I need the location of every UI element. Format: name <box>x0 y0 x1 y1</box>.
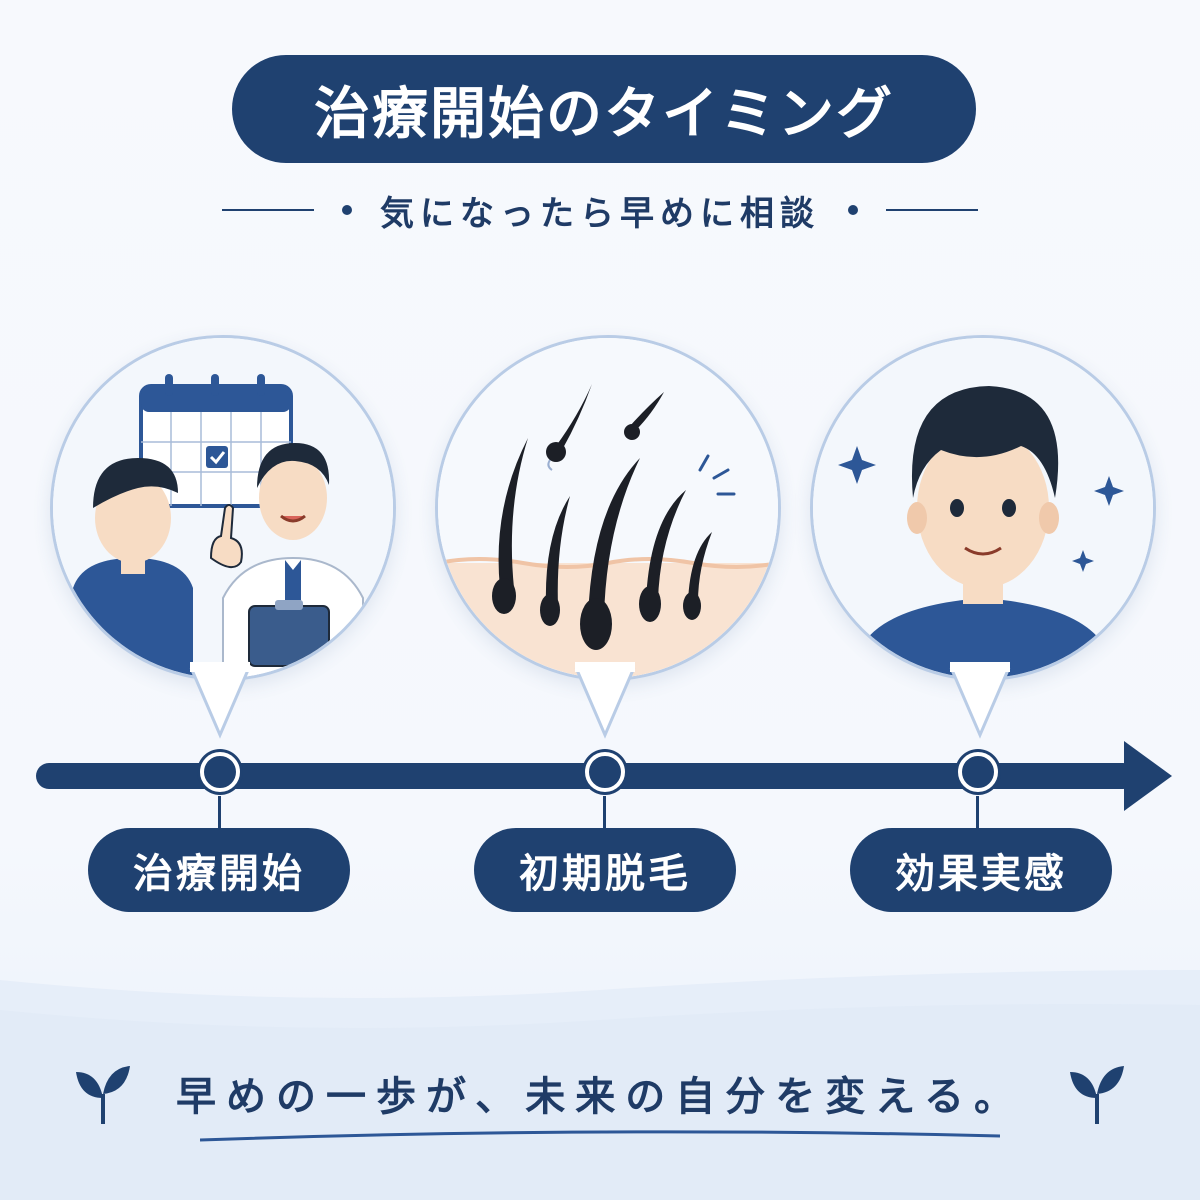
subtitle-right-dot <box>848 205 858 215</box>
sprout-icon <box>1070 1066 1124 1124</box>
timeline-node-start <box>200 752 240 792</box>
stage-label: 初期脱毛 <box>519 851 691 897</box>
footer-row: 早めの一歩が、未来の自分を変える。 <box>0 1048 1200 1138</box>
page-title: 治療開始のタイミング <box>314 81 894 147</box>
sprout-icon <box>76 1066 130 1124</box>
stage-label-pill: 初期脱毛 <box>474 828 736 912</box>
footer-message: 早めの一歩が、未来の自分を変える。 <box>176 1074 1024 1120</box>
subtitle: 気になったら早めに相談 <box>380 193 820 234</box>
sparkle-icon <box>838 446 1124 572</box>
timeline-node-shedding <box>585 752 625 792</box>
stage-label-pill: 治療開始 <box>88 828 350 912</box>
timeline-arrow-head <box>1124 741 1172 811</box>
footer-wave <box>0 970 1200 1200</box>
subtitle-row: 気になったら早めに相談 <box>0 180 1200 240</box>
stage-label: 治療開始 <box>133 851 305 897</box>
hair-shedding-illustration <box>435 335 781 681</box>
stem-result <box>976 796 979 828</box>
footer-underline <box>200 1130 1000 1142</box>
result-illustration <box>810 335 1156 681</box>
consultation-illustration <box>50 335 396 681</box>
stem-start <box>218 796 221 828</box>
title-banner: 治療開始のタイミング <box>232 55 976 163</box>
stage-label-pill: 効果実感 <box>850 828 1112 912</box>
subtitle-left-line <box>222 209 314 211</box>
subtitle-right-line <box>886 209 978 211</box>
happy-man-scene <box>813 338 1153 678</box>
patient-figure <box>73 458 193 678</box>
stage-label: 効果実感 <box>895 851 1067 897</box>
timeline-node-result <box>958 752 998 792</box>
stem-shedding <box>603 796 606 828</box>
check-icon <box>206 446 228 468</box>
subtitle-left-dot <box>342 205 352 215</box>
consultation-scene <box>53 338 393 678</box>
hair-follicle-scene <box>438 338 778 678</box>
